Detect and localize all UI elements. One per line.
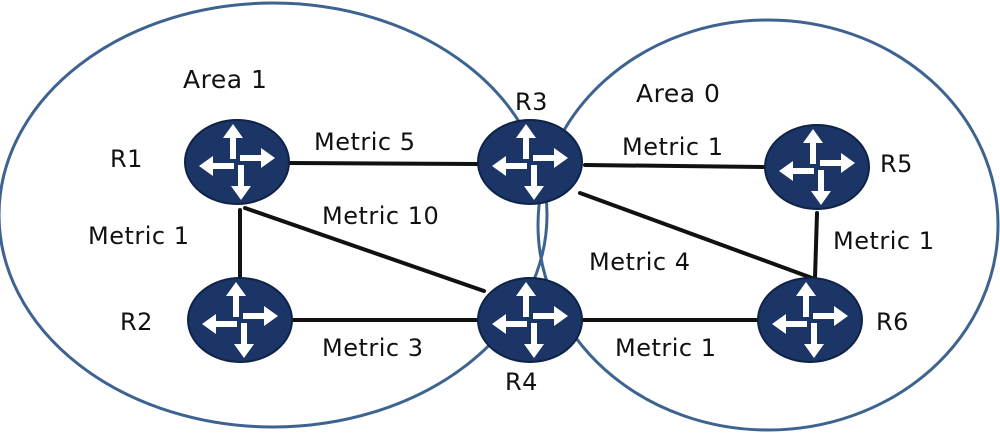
router-label-r2: R2 [120,308,153,336]
link-r3-r6 [578,191,814,280]
router-label-r4: R4 [505,368,538,396]
link-label-r1-r4: Metric 10 [322,202,439,230]
link-label-r3-r6: Metric 4 [589,248,691,276]
area1-label: Area 1 [183,65,267,94]
link-label-r1-r2: Metric 1 [88,222,190,250]
router-r1 [184,119,290,205]
router-label-r6: R6 [876,308,909,336]
link-label-r4-r6: Metric 1 [615,334,717,362]
router-label-r5: R5 [880,150,913,178]
router-r6 [757,277,863,363]
link-label-r1-r3: Metric 5 [314,128,416,156]
link-r1-r3 [288,161,480,166]
link-label-r5-r6: Metric 1 [833,227,935,255]
area0-boundary [536,18,1000,432]
area1-boundary [0,1,549,429]
router-r3 [477,119,583,205]
link-r3-r5 [583,163,767,169]
router-r4 [477,277,583,363]
link-r5-r6 [813,211,819,280]
router-label-r3: R3 [515,88,548,116]
link-label-r2-r4: Metric 3 [322,334,424,362]
router-r2 [187,277,293,363]
area0-label: Area 0 [636,79,720,108]
link-label-r3-r5: Metric 1 [622,133,724,161]
link-r1-r4 [243,206,486,293]
router-r5 [764,124,870,210]
router-label-r1: R1 [110,145,143,173]
